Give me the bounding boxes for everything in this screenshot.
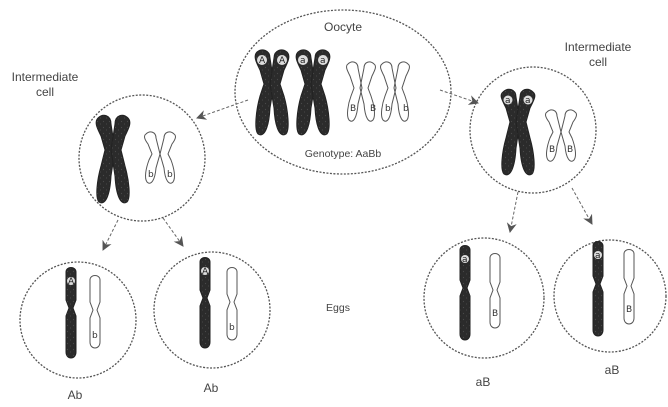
right-allele-a-1: a — [505, 96, 511, 106]
left-allele-b-2: b — [167, 170, 173, 180]
intermediate-right-label-line1: Intermediate — [548, 40, 648, 54]
arrow-left-to-egg2 — [163, 218, 183, 246]
eggs-label: Eggs — [318, 301, 358, 315]
egg-2-genotype: Ab — [196, 381, 226, 395]
egg-cell-1 — [20, 262, 136, 378]
oocyte-allele-a-2: a — [320, 56, 326, 66]
arrow-left-to-egg1 — [103, 220, 118, 250]
intermediate-cell-left — [79, 95, 205, 221]
intermediate-cell-right — [470, 67, 596, 193]
egg-cell-2 — [154, 252, 270, 368]
egg-cell-4 — [554, 240, 666, 352]
egg-2-allele-light: b — [229, 323, 235, 333]
egg-3-allele-dark: a — [462, 255, 468, 265]
intermediate-right-label-line2: cell — [548, 55, 648, 69]
arrow-oocyte-to-right — [440, 90, 478, 103]
arrow-right-to-egg3 — [510, 192, 518, 232]
egg-4-allele-light: B — [626, 305, 632, 315]
left-allele-b-1: b — [148, 170, 154, 180]
right-allele-B-1: B — [549, 145, 555, 155]
intermediate-left-label-line1: Intermediate — [2, 70, 88, 84]
intermediate-left-label-line2: cell — [2, 85, 88, 99]
egg-3-genotype: aB — [468, 375, 498, 389]
right-allele-B-2: B — [567, 145, 573, 155]
oocyte-allele-B-1: B — [350, 104, 356, 114]
egg-1-genotype: Ab — [60, 388, 90, 402]
oocyte-allele-b-1: b — [385, 104, 391, 114]
egg-2-allele-dark: A — [202, 267, 209, 277]
arrow-right-to-egg4 — [572, 188, 592, 224]
oocyte-allele-a-1: a — [300, 56, 306, 66]
oocyte-allele-A-2: A — [279, 56, 286, 66]
arrow-oocyte-to-left — [197, 100, 248, 118]
egg-3-allele-light: B — [492, 309, 498, 319]
right-allele-a-2: a — [525, 96, 531, 106]
egg-4-allele-dark: a — [595, 251, 601, 261]
left-dark-chromosome — [96, 115, 130, 203]
oocyte-title: Oocyte — [313, 20, 373, 34]
egg-1-allele-dark: A — [68, 277, 75, 287]
oocyte-allele-b-2: b — [403, 104, 409, 114]
egg-4-genotype: aB — [597, 363, 627, 377]
oocyte-allele-B-2: B — [370, 104, 376, 114]
oocyte-genotype: Genotype: AaBb — [283, 147, 403, 161]
egg-1-allele-light: b — [92, 331, 98, 341]
egg-cell-3 — [424, 238, 544, 358]
oocyte-allele-A-1: A — [259, 56, 266, 66]
